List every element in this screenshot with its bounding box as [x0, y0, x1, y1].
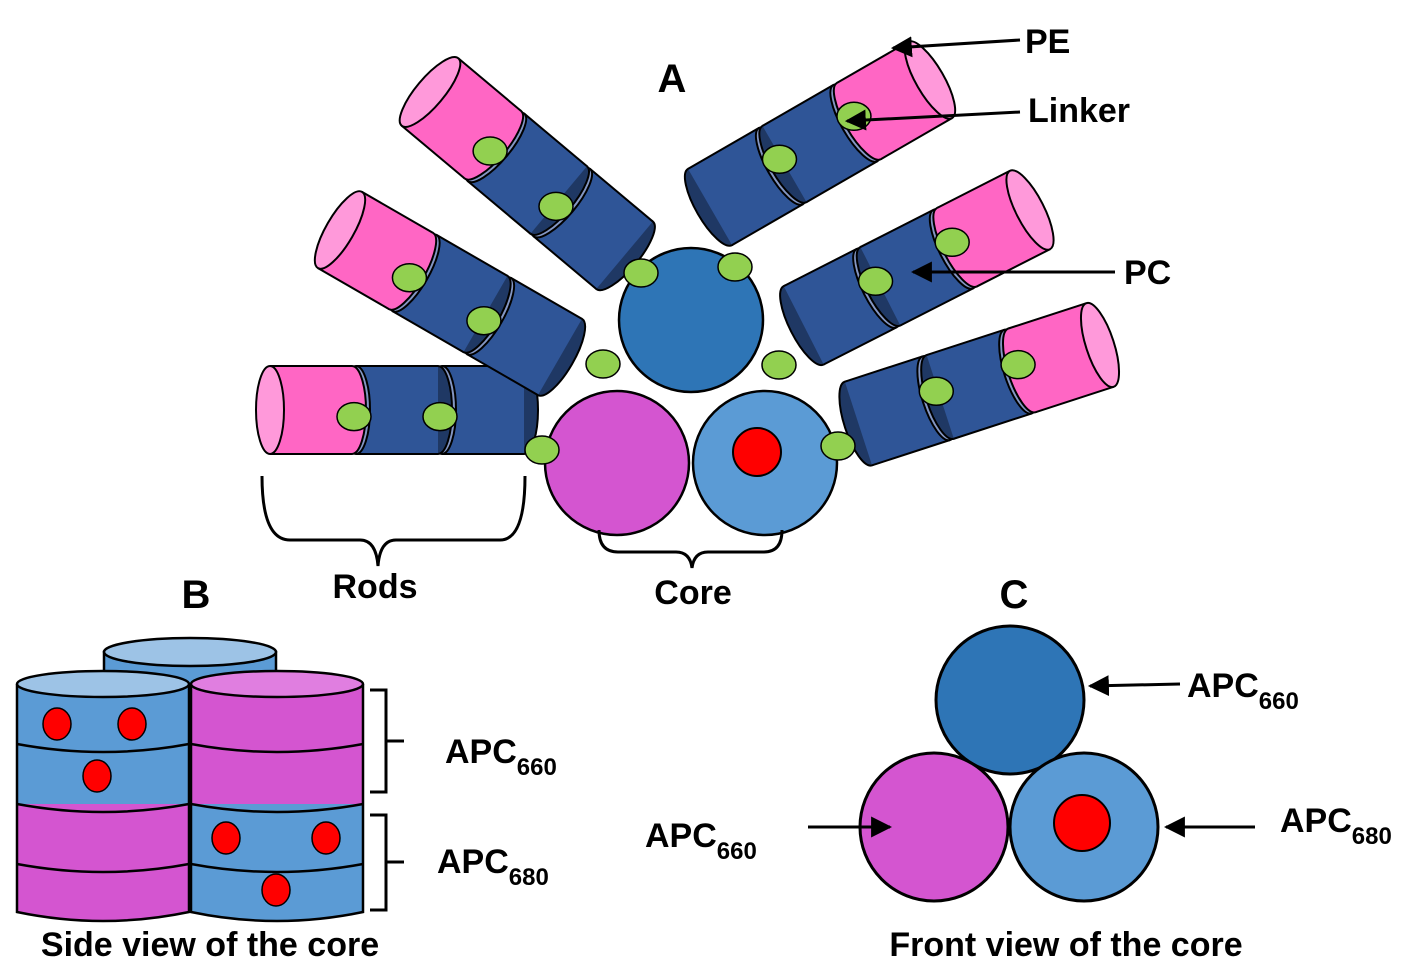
- rod: [313, 190, 587, 397]
- core-linkers: [524, 252, 856, 465]
- pe-disc: [932, 169, 1055, 288]
- linker-dot: [857, 266, 894, 297]
- apc660-left-label: APC660: [645, 817, 757, 865]
- apc660-top-label: APC660: [1187, 667, 1299, 715]
- core-top-apc660: [617, 246, 765, 394]
- rod: [838, 301, 1121, 467]
- panel-c: C APC660 APC660 APC680 Front view of the…: [645, 573, 1392, 964]
- apc660-label-b: APC660: [445, 733, 557, 781]
- pe-disc: [255, 365, 367, 455]
- core-chromophore: [732, 427, 782, 477]
- chromophore-dot: [42, 707, 72, 741]
- chromophore-dot: [117, 707, 147, 741]
- apc660-bracket: [370, 688, 404, 794]
- panel-b-label: B: [182, 573, 211, 617]
- linker-dot: [717, 252, 753, 282]
- linker-dot: [466, 305, 502, 336]
- linker-dot: [761, 350, 797, 380]
- pc-label: PC: [1124, 254, 1171, 292]
- rod: [398, 56, 656, 292]
- panel-a-label: A: [658, 57, 687, 101]
- linker-dot: [538, 191, 574, 222]
- linker-dot: [820, 431, 856, 461]
- core-label: Core: [654, 574, 731, 612]
- core-left-apc660: [543, 389, 691, 537]
- linker-dot: [391, 262, 428, 293]
- front-chromophore: [1053, 794, 1111, 852]
- apc680-bracket: [370, 813, 404, 912]
- chromophore-dot: [311, 821, 341, 855]
- chromophore-dot: [82, 759, 112, 793]
- linker-label: Linker: [1028, 92, 1130, 130]
- left-stack: [15, 669, 191, 923]
- linker-dot: [761, 144, 798, 175]
- rod: [255, 365, 539, 455]
- pe-label: PE: [1025, 23, 1070, 61]
- front-top-apc660: [934, 624, 1086, 776]
- pe-arrow: [890, 36, 1021, 58]
- rods-brace: [260, 475, 527, 567]
- rods-label: Rods: [333, 568, 418, 606]
- linker-dot: [918, 376, 955, 407]
- panel-b: B: [15, 573, 557, 964]
- rod: [779, 169, 1055, 367]
- chromophore-dot: [261, 873, 291, 907]
- linker-dot: [336, 401, 372, 432]
- panel-b-caption: Side view of the core: [41, 926, 379, 964]
- linker-dot: [1000, 349, 1036, 380]
- linker-dot: [623, 258, 659, 288]
- linker-dot: [585, 349, 621, 379]
- linker-dot: [934, 227, 970, 258]
- right-stack: [189, 669, 365, 923]
- core-group: [543, 246, 839, 537]
- panel-a: A Rods Core PE Linker PC: [255, 23, 1171, 612]
- linker-arrow: [844, 109, 1021, 131]
- core-brace: [597, 529, 784, 569]
- panel-c-caption: Front view of the core: [889, 926, 1242, 964]
- apc660-top-arrow: [1087, 675, 1181, 697]
- linker-dot: [836, 101, 872, 132]
- panel-c-label: C: [1000, 573, 1029, 617]
- linker-dot: [472, 136, 508, 166]
- apc680-label-b: APC680: [437, 843, 549, 891]
- apc680-right-label: APC680: [1280, 802, 1392, 850]
- chromophore-dot: [211, 821, 241, 855]
- linker-dot: [524, 435, 560, 465]
- linker-dot: [422, 401, 458, 432]
- rods-group: [255, 40, 1121, 467]
